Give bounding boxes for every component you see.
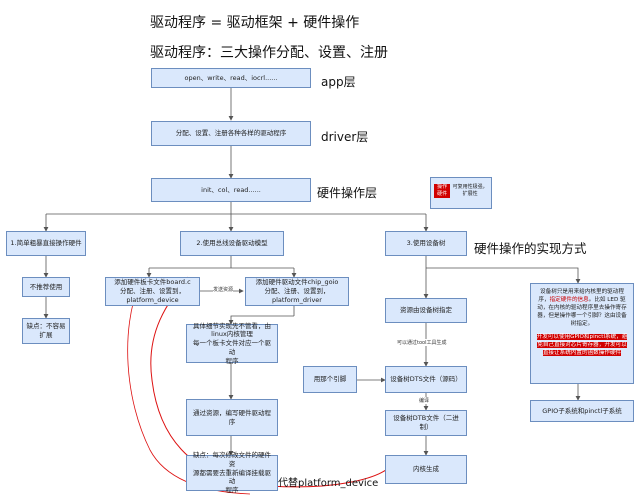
- edge-label-compile: 编译: [419, 397, 430, 404]
- edge-label-send-res: 发送资源: [213, 286, 234, 293]
- legend-text: 可复用性极强，扩展性: [452, 184, 488, 197]
- edge-m3-gpio: [426, 267, 581, 284]
- gpio-box: GPIO子系统和pinctl子系统: [530, 400, 634, 422]
- chip-file-box: 添加硬件驱动文件chip_goio 分配、注册、设置到， platform_dr…: [245, 277, 349, 306]
- edge-label-tool: 可以通过tool工具生成: [397, 339, 447, 346]
- layer-label-app: app层: [321, 75, 356, 89]
- details-box: 具体细节实现先不管看，由 linux内核管理 每一个板卡文件对应一个驱动 程序: [186, 322, 278, 365]
- hw-box: init、col、read......: [151, 178, 311, 202]
- board-file-box: 添加硬件板卡文件board.c 分配、注册、设置到， platform_devi…: [105, 277, 200, 306]
- note-highlight: 开发可以使用GPIO和pinctl系统，避免自己直接对芯片寄存器，开发可以直接让…: [536, 333, 628, 356]
- page-title: 驱动程序 = 驱动框架 + 硬件操作: [150, 15, 360, 31]
- note-part1: 设备树只是用来给内核里的驱动程序，: [538, 289, 624, 304]
- method1-drawback: 缺点：不容易 扩展: [22, 318, 70, 344]
- edge-hw-split: [46, 202, 426, 215]
- legend-box: 操作硬件 可复用性极强，扩展性: [430, 177, 492, 209]
- page-subtitle: 驱动程序：三大操作分配、设置、注册: [150, 45, 388, 61]
- kernel-gen-box: 内核生成: [385, 455, 467, 484]
- resource-write-box: 通过资源，编写硬件驱动程序: [186, 399, 278, 436]
- device-tree-note: 设备树只是用来给内核里的驱动程序，指定硬件的信息。比如 LED 驱动，在内核的驱…: [530, 283, 634, 384]
- section-title: 硬件操作的实现方式: [474, 241, 587, 256]
- method2-box: 2.使用总线设备驱动模型: [180, 231, 284, 256]
- red-annotation-text: 代替platform_device: [278, 478, 379, 489]
- app-box: open、write、read、iocrl......: [151, 68, 311, 88]
- edge-chip-details-2: [228, 315, 294, 325]
- note-part1-red: 指定硬件的信息: [549, 297, 589, 304]
- legend-tag: 操作硬件: [434, 184, 451, 198]
- note-part2: 。比如 LED 驱动，在内核的驱动程序里去操作寄存器，但是操作哪一个引脚？这由设…: [537, 297, 627, 328]
- dtb-box: 设备树DTB文件（二进制）: [385, 410, 467, 436]
- red-annotation-curve: [150, 276, 393, 488]
- method3-box: 3.使用设备树: [385, 231, 467, 256]
- resource-tree-box: 资源由设备树指定: [385, 298, 467, 323]
- layer-label-driver: driver层: [321, 130, 369, 144]
- dts-box: 设备树DTS文件（源码）: [385, 366, 467, 393]
- layer-label-hw: 硬件操作层: [317, 186, 378, 200]
- driver-box: 分配、设置、注册各种各样的驱动程序: [151, 121, 311, 146]
- edge-m2-split: [149, 256, 294, 269]
- method1-box: 1.简单粗暴直接操作硬件: [6, 231, 86, 256]
- reference-box: 用那个引脚: [303, 366, 357, 393]
- drawback2-box: 缺点：每次修改文件的硬件资 源都需要去重新编译挂载驱动 程序: [186, 451, 278, 494]
- method1-not-recommended: 不推荐使用: [22, 277, 70, 297]
